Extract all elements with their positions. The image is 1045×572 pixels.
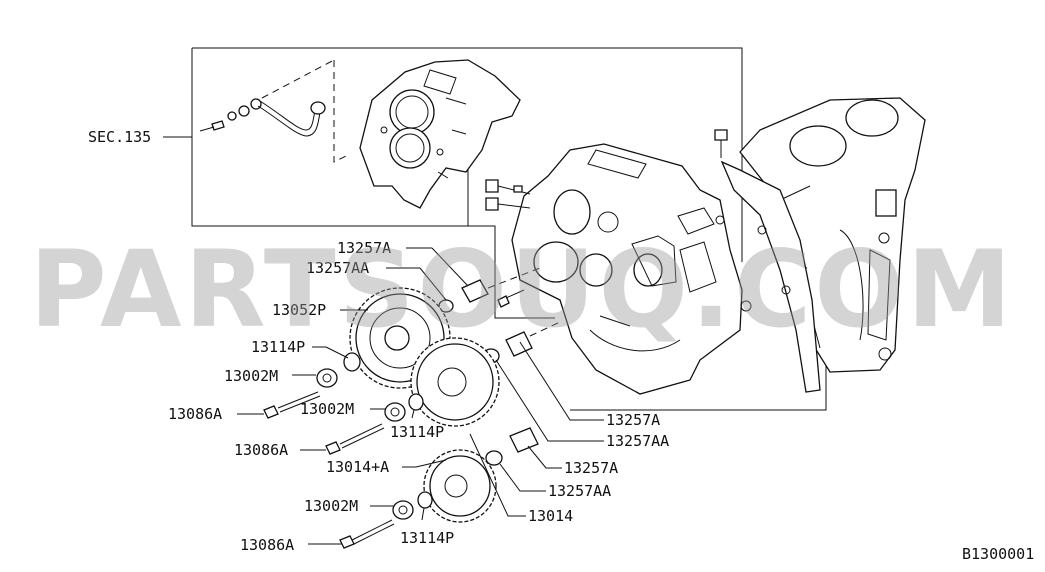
label-13257a-low[interactable]: 13257A [564, 459, 618, 477]
front-cover-gasket [714, 129, 821, 393]
diagram-code: B1300001 [962, 545, 1034, 563]
thrust-washer-13114p-2 [408, 393, 424, 411]
label-13257aa-mid[interactable]: 13257AA [606, 432, 669, 450]
leader-lines [237, 247, 604, 545]
label-13086a-2[interactable]: 13086A [234, 441, 288, 459]
label-13002m-3[interactable]: 13002M [304, 497, 358, 515]
spacer-13002m-1 [316, 368, 338, 388]
part-labels: SEC.135 13257A 13257AA 13052P 13114P 130… [88, 128, 1034, 563]
idler-gear-13014 [423, 449, 497, 523]
bushing-pair-mid [482, 321, 561, 364]
label-13257aa-low[interactable]: 13257AA [548, 482, 611, 500]
label-13002m-2[interactable]: 13002M [300, 400, 354, 418]
oil-pipe-assembly [199, 59, 351, 163]
bolt-13086a-1 [263, 391, 321, 419]
thrust-washer-13114p-3 [417, 491, 433, 509]
bushing-pair-top [438, 267, 541, 313]
label-13114p-1[interactable]: 13114P [251, 338, 305, 356]
label-13052p[interactable]: 13052P [272, 301, 326, 319]
bolt-13086a-2 [325, 423, 385, 455]
label-13257a-mid[interactable]: 13257A [606, 411, 660, 429]
spacer-13002m-2 [384, 402, 406, 422]
label-13002m-1[interactable]: 13002M [224, 367, 278, 385]
inset-block-fragment [359, 59, 521, 209]
front-timing-cover [485, 143, 752, 395]
label-13014-plus-a[interactable]: 13014+A [326, 458, 389, 476]
label-13086a-3[interactable]: 13086A [240, 536, 294, 554]
label-13086a-1[interactable]: 13086A [168, 405, 222, 423]
label-13014[interactable]: 13014 [528, 507, 573, 525]
label-13257aa-top[interactable]: 13257AA [306, 259, 369, 277]
sec-135-label[interactable]: SEC.135 [88, 128, 151, 146]
idler-gear-middle [410, 337, 500, 427]
label-13257a-top[interactable]: 13257A [337, 239, 391, 257]
label-13114p-2[interactable]: 13114P [390, 423, 444, 441]
bolt-13086a-3 [339, 519, 395, 549]
sec135-inset-frame [163, 47, 743, 227]
spacer-13002m-3 [392, 500, 414, 520]
bushing-pair-low [485, 427, 539, 466]
thrust-washer-13114p-1 [343, 352, 361, 372]
label-13114p-3[interactable]: 13114P [400, 529, 454, 547]
